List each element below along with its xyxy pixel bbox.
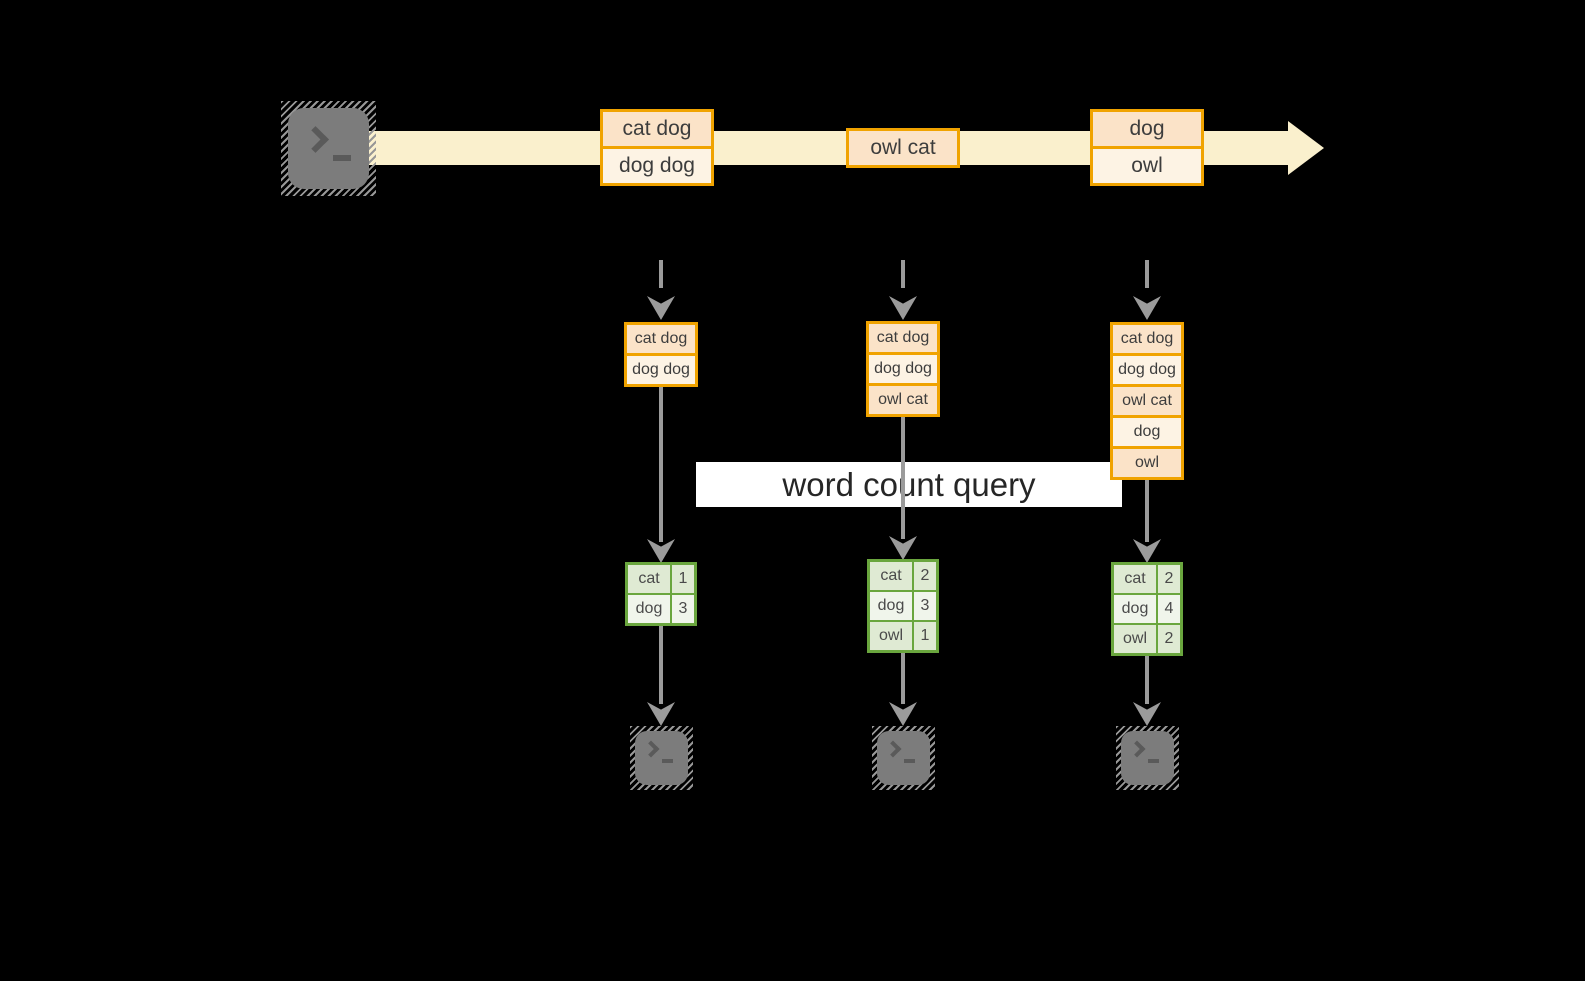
batch-cell: dog xyxy=(1090,109,1204,149)
word-count-table-2: cat 2 dog 3 owl 1 xyxy=(867,559,939,653)
prompt-chevron-icon xyxy=(884,740,902,758)
word-cell: cat xyxy=(1114,565,1156,593)
arrowhead-icon xyxy=(889,702,917,726)
count-cell: 2 xyxy=(1158,565,1180,593)
terminal-body xyxy=(1121,731,1174,785)
buffer-stack-2: cat dog dog dog owl cat xyxy=(866,321,940,417)
word-cell: cat xyxy=(870,562,912,590)
batch-cell: dog dog xyxy=(600,146,714,186)
buffer-cell: dog xyxy=(1110,415,1184,449)
buffer-stack-3: cat dog dog dog owl cat dog owl xyxy=(1110,322,1184,480)
buffer-cell: dog dog xyxy=(624,353,698,387)
word-cell: dog xyxy=(1114,595,1156,623)
count-cell: 3 xyxy=(672,595,694,623)
batch-cell: cat dog xyxy=(600,109,714,149)
prompt-underscore-icon xyxy=(904,759,915,763)
word-cell: owl xyxy=(1114,625,1156,653)
dashed-arrow-line xyxy=(1145,260,1149,288)
connector-line xyxy=(659,384,663,542)
sink-terminal-icon xyxy=(872,726,935,790)
count-cell: 1 xyxy=(672,565,694,593)
terminal-body xyxy=(635,731,688,785)
stream-batch-1: cat dog dog dog xyxy=(600,109,714,186)
arrowhead-icon xyxy=(1133,296,1161,320)
arrowhead-icon xyxy=(647,702,675,726)
source-terminal-icon xyxy=(281,101,376,196)
buffer-cell: dog dog xyxy=(1110,353,1184,387)
prompt-chevron-icon xyxy=(1128,740,1146,758)
buffer-cell: owl xyxy=(1110,446,1184,480)
stream-batch-2: owl cat xyxy=(846,128,960,168)
connector-line xyxy=(1145,656,1149,704)
buffer-cell: cat dog xyxy=(624,322,698,356)
connector-line xyxy=(659,626,663,704)
arrowhead-icon xyxy=(647,296,675,320)
arrowhead-icon xyxy=(1133,702,1161,726)
buffer-cell: dog dog xyxy=(866,352,940,386)
word-cell: cat xyxy=(628,565,670,593)
count-cell: 1 xyxy=(914,622,936,650)
buffer-cell: owl cat xyxy=(866,383,940,417)
connector-line xyxy=(1145,480,1149,542)
prompt-underscore-icon xyxy=(662,759,673,763)
terminal-body xyxy=(877,731,930,785)
arrowhead-icon xyxy=(889,296,917,320)
buffer-cell: owl cat xyxy=(1110,384,1184,418)
buffer-cell: cat dog xyxy=(866,321,940,355)
arrowhead-icon xyxy=(889,536,917,560)
word-cell: dog xyxy=(870,592,912,620)
batch-cell: owl cat xyxy=(846,128,960,168)
arrowhead-icon xyxy=(647,539,675,563)
count-cell: 3 xyxy=(914,592,936,620)
count-cell: 4 xyxy=(1158,595,1180,623)
connector-line xyxy=(901,415,905,539)
prompt-underscore-icon xyxy=(1148,759,1159,763)
connector-line xyxy=(901,653,905,704)
prompt-chevron-icon xyxy=(642,740,660,758)
count-cell: 2 xyxy=(1158,625,1180,653)
stream-arrow-head-icon xyxy=(1288,121,1324,175)
terminal-body xyxy=(288,108,369,189)
sink-terminal-icon xyxy=(630,726,693,790)
sink-terminal-icon xyxy=(1116,726,1179,790)
word-count-query-label: word count query xyxy=(696,462,1122,507)
batch-cell: owl xyxy=(1090,146,1204,186)
prompt-underscore-icon xyxy=(333,155,351,161)
count-cell: 2 xyxy=(914,562,936,590)
word-count-table-3: cat 2 dog 4 owl 2 xyxy=(1111,562,1183,656)
word-cell: owl xyxy=(870,622,912,650)
stream-batch-3: dog owl xyxy=(1090,109,1204,186)
word-count-table-1: cat 1 dog 3 xyxy=(625,562,697,626)
arrowhead-icon xyxy=(1133,539,1161,563)
word-cell: dog xyxy=(628,595,670,623)
dashed-arrow-line xyxy=(659,260,663,288)
buffer-stack-1: cat dog dog dog xyxy=(624,322,698,387)
prompt-chevron-icon xyxy=(302,126,329,153)
dashed-arrow-line xyxy=(901,260,905,288)
buffer-cell: cat dog xyxy=(1110,322,1184,356)
